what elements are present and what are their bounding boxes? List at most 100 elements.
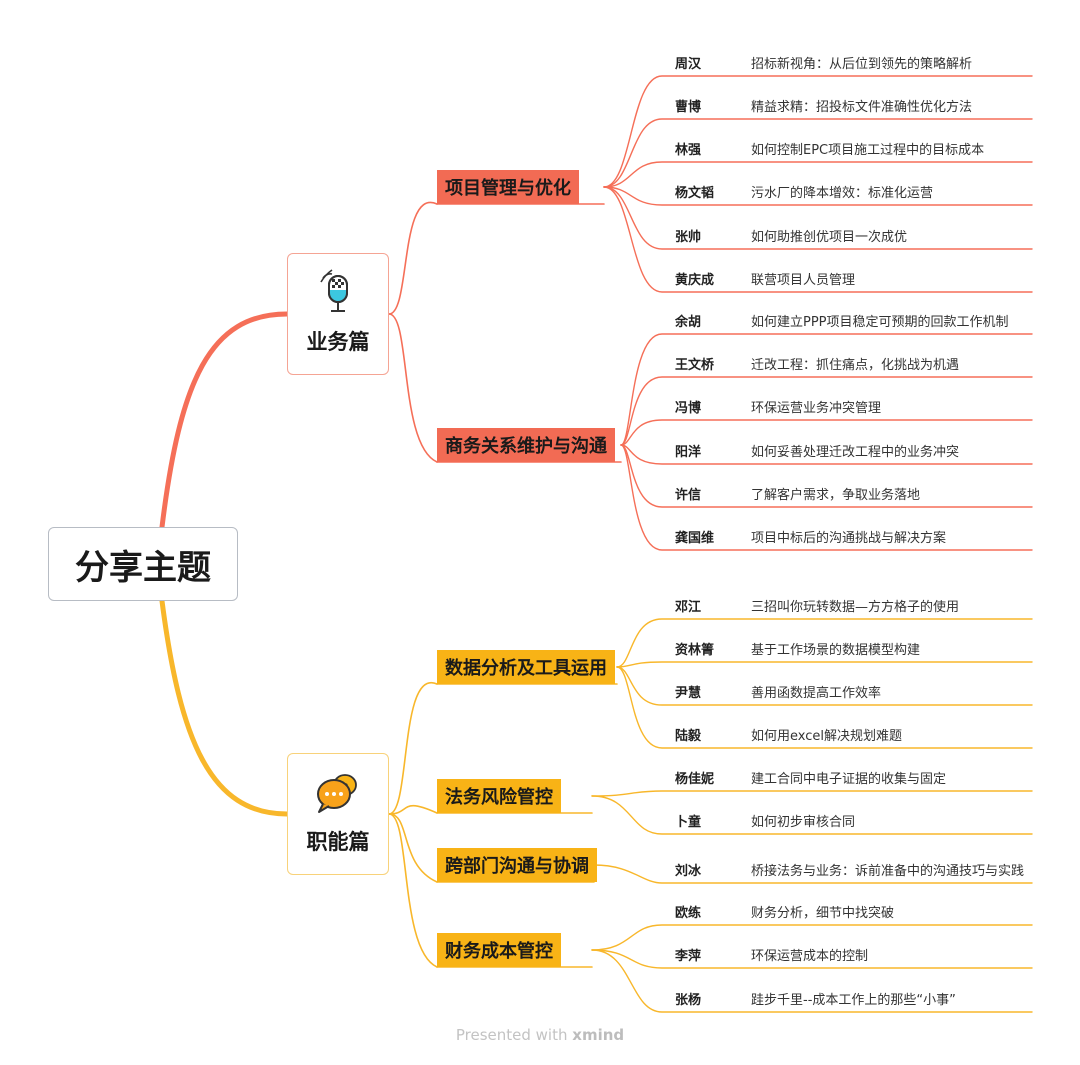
connector-branch-category (388, 681, 438, 815)
speaker-name: 黄庆成 (675, 272, 715, 288)
connector-category-leaf (591, 795, 1033, 835)
leaf-topic[interactable]: 杨文韬 污水厂的降本增效：标准化运营 (675, 177, 933, 205)
leaf-topic[interactable]: 余胡 如何建立PPP项目稳定可预期的回款工作机制 (675, 306, 1009, 334)
connector-category-leaf (603, 186, 1033, 206)
topic-title: 如何建立PPP项目稳定可预期的回款工作机制 (751, 314, 1009, 330)
connector-category-leaf (593, 864, 1033, 884)
xmind-logo: xmind (572, 1026, 625, 1044)
connector-category-leaf (603, 75, 1033, 188)
topic-title: 善用函数提高工作效率 (751, 685, 882, 701)
leaf-topic[interactable]: 黄庆成 联营项目人员管理 (675, 264, 855, 292)
branch-business[interactable]: 业务篇 (287, 253, 389, 375)
branch-label: 职能篇 (306, 830, 370, 854)
speaker-name: 资林箐 (675, 642, 715, 658)
speaker-name: 张帅 (675, 229, 702, 245)
connector-branch-category (388, 313, 438, 463)
leaf-topic[interactable]: 曹博 精益求精：招投标文件准确性优化方法 (675, 91, 972, 119)
category-project-management[interactable]: 项目管理与优化 (437, 170, 579, 204)
connector-category-leaf (603, 118, 1033, 188)
speaker-name: 冯博 (675, 400, 702, 416)
topic-title: 如何用excel解决规划难题 (751, 728, 902, 744)
topic-title: 如何妥善处理迁改工程中的业务冲突 (751, 444, 960, 460)
speaker-name: 阳洋 (675, 444, 702, 460)
leaf-topic[interactable]: 欧练 财务分析，细节中找突破 (675, 897, 894, 925)
category-legal-risk[interactable]: 法务风险管控 (437, 779, 561, 813)
leaf-topic[interactable]: 陆毅如何用excel解决规划难题 (675, 720, 902, 748)
topic-title: 污水厂的降本增效：标准化运营 (751, 185, 934, 201)
footer-credit: Presented with xmind (0, 1026, 1080, 1044)
speaker-name: 张杨 (675, 992, 702, 1008)
connector-category-leaf (620, 444, 1033, 465)
topic-title: 三招叫你玩转数据—方方格子的使用 (751, 599, 960, 615)
leaf-topic[interactable]: 许信 了解客户需求，争取业务落地 (675, 479, 920, 507)
leaf-topic[interactable]: 李萍 环保运营成本的控制 (675, 940, 868, 968)
category-finance-cost[interactable]: 财务成本管控 (437, 933, 561, 967)
topic-title: 如何初步审核合同 (751, 814, 856, 830)
leaf-topic[interactable]: 周汉招标新视角：从后位到领先的策略解析 (675, 48, 972, 76)
chat-bubbles-icon (317, 774, 357, 813)
connector-category-leaf (616, 666, 1033, 706)
topic-title: 建工合同中电子证据的收集与固定 (751, 771, 947, 787)
connector-category-leaf (603, 186, 1033, 293)
topic-title: 跬步千里--成本工作上的那些“小事” (751, 992, 956, 1008)
topic-title: 了解客户需求，争取业务落地 (751, 487, 921, 503)
topic-title: 财务分析，细节中找突破 (751, 905, 895, 921)
speaker-name: 李萍 (675, 948, 702, 964)
speaker-name: 欧练 (675, 905, 702, 921)
leaf-topic[interactable]: 阳洋 如何妥善处理迁改工程中的业务冲突 (675, 436, 959, 464)
topic-title: 如何助推创优项目一次成优 (751, 229, 908, 245)
branch-function[interactable]: 职能篇 (287, 753, 389, 875)
speaker-name: 杨文韬 (675, 185, 715, 201)
connector-category-leaf (591, 949, 1033, 969)
speaker-name: 许信 (675, 487, 702, 503)
leaf-topic[interactable]: 林强 如何控制EPC项目施工过程中的目标成本 (675, 134, 984, 162)
leaf-topic[interactable]: 刘冰 桥接法务与业务：诉前准备中的沟通技巧与实践 (675, 855, 1024, 883)
topic-title: 迁改工程：抓住痛点，化挑战为机遇 (751, 357, 960, 373)
speaker-name: 邓江 (675, 599, 702, 615)
leaf-topic[interactable]: 邓江 三招叫你玩转数据—方方格子的使用 (675, 591, 959, 619)
connector-category-leaf (616, 666, 1033, 749)
category-cross-department[interactable]: 跨部门沟通与协调 (437, 848, 597, 882)
topic-title: 如何控制EPC项目施工过程中的目标成本 (751, 142, 985, 158)
connector-root-function (159, 598, 290, 817)
connector-category-leaf (616, 618, 1033, 668)
root-topic[interactable]: 分享主题 (48, 527, 238, 601)
speaker-name: 林强 (675, 142, 702, 158)
speaker-name: 刘冰 (675, 863, 702, 879)
connector-category-leaf (620, 333, 1033, 446)
topic-title: 环保运营业务冲突管理 (751, 400, 882, 416)
connector-branch-category (388, 813, 438, 883)
connector-category-leaf (620, 444, 1033, 551)
connector-branch-category (388, 813, 438, 968)
topic-title: 桥接法务与业务：诉前准备中的沟通技巧与实践 (751, 863, 1025, 879)
microphone-icon (320, 269, 348, 312)
footer-prefix: Presented with (455, 1026, 568, 1044)
speaker-name: 余胡 (675, 314, 702, 330)
topic-title: 环保运营成本的控制 (751, 948, 869, 964)
connector-category-leaf (620, 419, 1033, 446)
connector-category-leaf (591, 924, 1033, 951)
leaf-topic[interactable]: 龚国维项目中标后的沟通挑战与解决方案 (675, 522, 946, 550)
category-business-relations[interactable]: 商务关系维护与沟通 (437, 428, 615, 462)
topic-title: 精益求精：招投标文件准确性优化方法 (751, 99, 973, 115)
leaf-topic[interactable]: 王文桥迁改工程：抓住痛点，化挑战为机遇 (675, 349, 959, 377)
leaf-topic[interactable]: 杨佳妮 建工合同中电子证据的收集与固定 (675, 763, 946, 791)
topic-title: 项目中标后的沟通挑战与解决方案 (751, 530, 947, 546)
speaker-name: 曹博 (675, 99, 702, 115)
speaker-name: 卜童 (675, 814, 702, 830)
leaf-topic[interactable]: 张帅 如何助推创优项目一次成优 (675, 221, 907, 249)
connector-branch-category (388, 804, 438, 815)
branch-label: 业务篇 (306, 330, 370, 354)
leaf-topic[interactable]: 卜童 如何初步审核合同 (675, 806, 855, 834)
leaf-topic[interactable]: 冯博 环保运营业务冲突管理 (675, 392, 881, 420)
connector-category-leaf (591, 949, 1033, 1013)
leaf-topic[interactable]: 尹慧善用函数提高工作效率 (675, 677, 881, 705)
connector-category-leaf (591, 790, 1033, 797)
speaker-name: 杨佳妮 (675, 771, 715, 787)
connector-category-leaf (616, 661, 1033, 668)
category-data-analysis[interactable]: 数据分析及工具运用 (437, 650, 615, 684)
leaf-topic[interactable]: 张杨 跬步千里--成本工作上的那些“小事” (675, 984, 956, 1012)
topic-title: 联营项目人员管理 (751, 272, 856, 288)
leaf-topic[interactable]: 资林箐基于工作场景的数据模型构建 (675, 634, 920, 662)
